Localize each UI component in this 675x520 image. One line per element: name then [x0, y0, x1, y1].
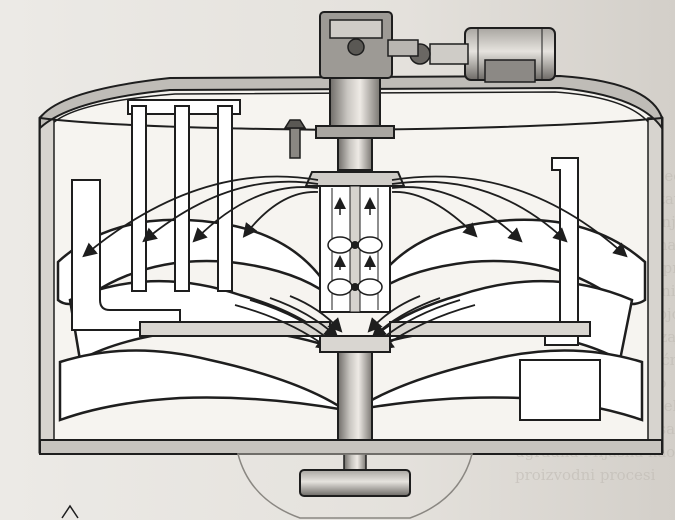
internal-flow-arrows	[334, 197, 376, 270]
right-baffle-plate	[389, 157, 601, 421]
tank-bottom-plate	[39, 439, 663, 455]
bottom-standpipe	[319, 335, 391, 441]
drive-motor	[409, 27, 556, 83]
impeller-upper	[327, 236, 383, 254]
outward-flow-arrows	[82, 175, 628, 258]
feed-pipe-right	[217, 105, 233, 292]
feed-pipe-left	[131, 105, 147, 292]
background-text-line: proizvodni procesi	[515, 466, 656, 484]
air-nozzle	[283, 119, 307, 159]
bottom-drive-pulley	[237, 453, 473, 519]
impeller-lower	[327, 278, 383, 296]
triangle-mark-icon	[61, 504, 79, 519]
gearbox	[319, 11, 419, 79]
drive-shaft	[315, 77, 395, 171]
left-baffle-plate	[71, 179, 331, 337]
